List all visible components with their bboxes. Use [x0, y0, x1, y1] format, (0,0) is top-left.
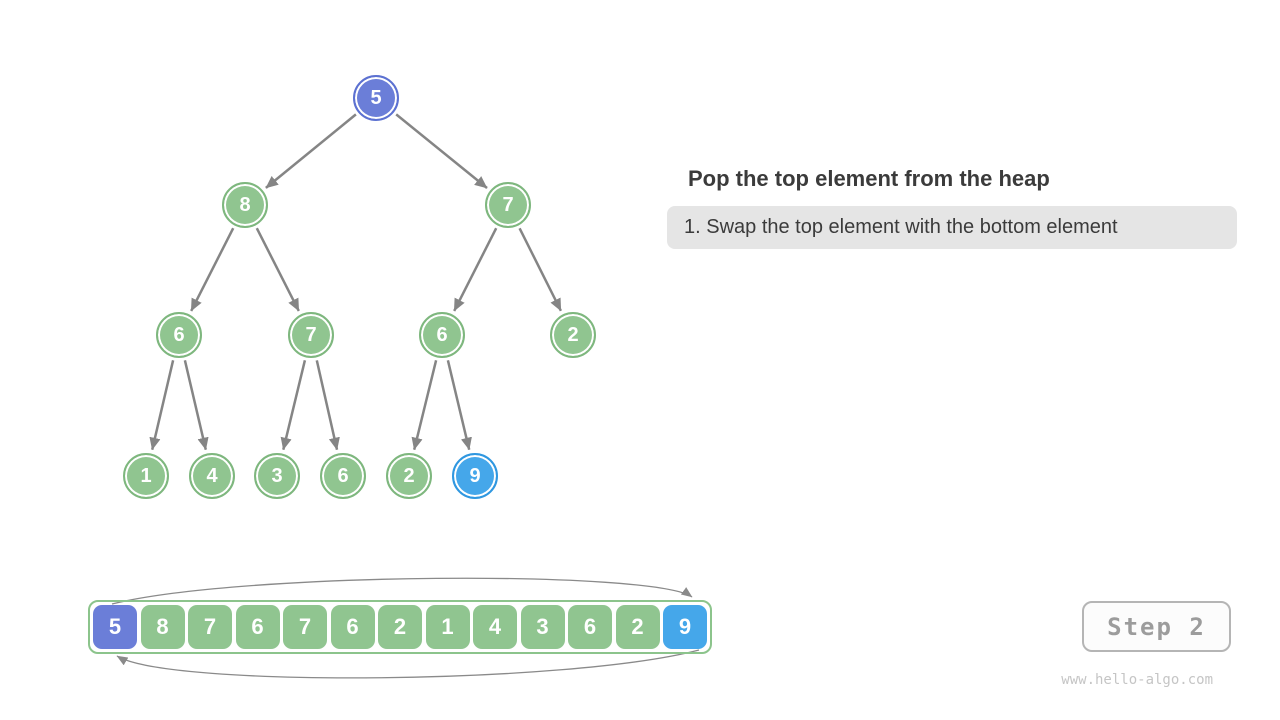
swap-arrow-bottom [116, 649, 700, 679]
array-cell: 2 [615, 605, 660, 649]
tree-edge-arrow [446, 360, 472, 451]
tree-node: 1 [123, 453, 169, 499]
array-cell: 9 [663, 605, 707, 649]
tree-edge-arrow [315, 360, 340, 451]
array-cell: 5 [93, 605, 137, 649]
tree-node: 4 [189, 453, 235, 499]
array-cell: 7 [188, 605, 232, 649]
step-badge: Step 2 [1082, 601, 1231, 652]
tree-edges [149, 113, 563, 451]
tree-node: 8 [222, 182, 268, 228]
tree-node: 6 [419, 312, 465, 358]
tree-node: 7 [288, 312, 334, 358]
tree-node: 9 [452, 453, 498, 499]
array-cell: 6 [568, 605, 612, 649]
tree-node: 2 [386, 453, 432, 499]
tree-node: 3 [254, 453, 300, 499]
tree-node: 2 [550, 312, 596, 358]
array-cell: 8 [140, 605, 185, 649]
swap-arrows [111, 577, 700, 679]
array-cell: 4 [473, 605, 517, 649]
array-cell: 2 [378, 605, 422, 649]
tree-edge-arrow [411, 360, 438, 451]
tree-node: 6 [320, 453, 366, 499]
array-cell: 6 [235, 605, 280, 649]
tree-edge-arrow [183, 360, 209, 451]
array-cell: 7 [283, 605, 327, 649]
page-title: Pop the top element from the heap [688, 166, 1050, 191]
tree-node: 6 [156, 312, 202, 358]
tree-edge-arrow [190, 227, 235, 312]
tree-edge-arrow [518, 227, 563, 312]
tree-edge-arrow [395, 113, 488, 189]
tree-node: 7 [485, 182, 531, 228]
tree-node: 5 [353, 75, 399, 121]
instruction-step-box: 1. Swap the top element with the bottom … [667, 206, 1237, 249]
tree-edge-arrow [265, 113, 357, 189]
instruction-step-text: 1. Swap the top element with the bottom … [684, 216, 1118, 238]
array-cell: 1 [425, 605, 470, 649]
tree-edge-arrow [453, 227, 498, 312]
array-cell: 3 [520, 605, 565, 649]
array-cell: 6 [330, 605, 375, 649]
tree-edge-arrow [149, 360, 175, 451]
watermark: www.hello-algo.com [1061, 672, 1213, 688]
tree-edge-arrow [255, 227, 300, 312]
swap-arrow-top [111, 577, 693, 605]
heap-array: 5 8 7 6 7 6 2 1 4 3 6 2 9 [88, 600, 712, 654]
tree-edge-arrow [280, 360, 307, 451]
